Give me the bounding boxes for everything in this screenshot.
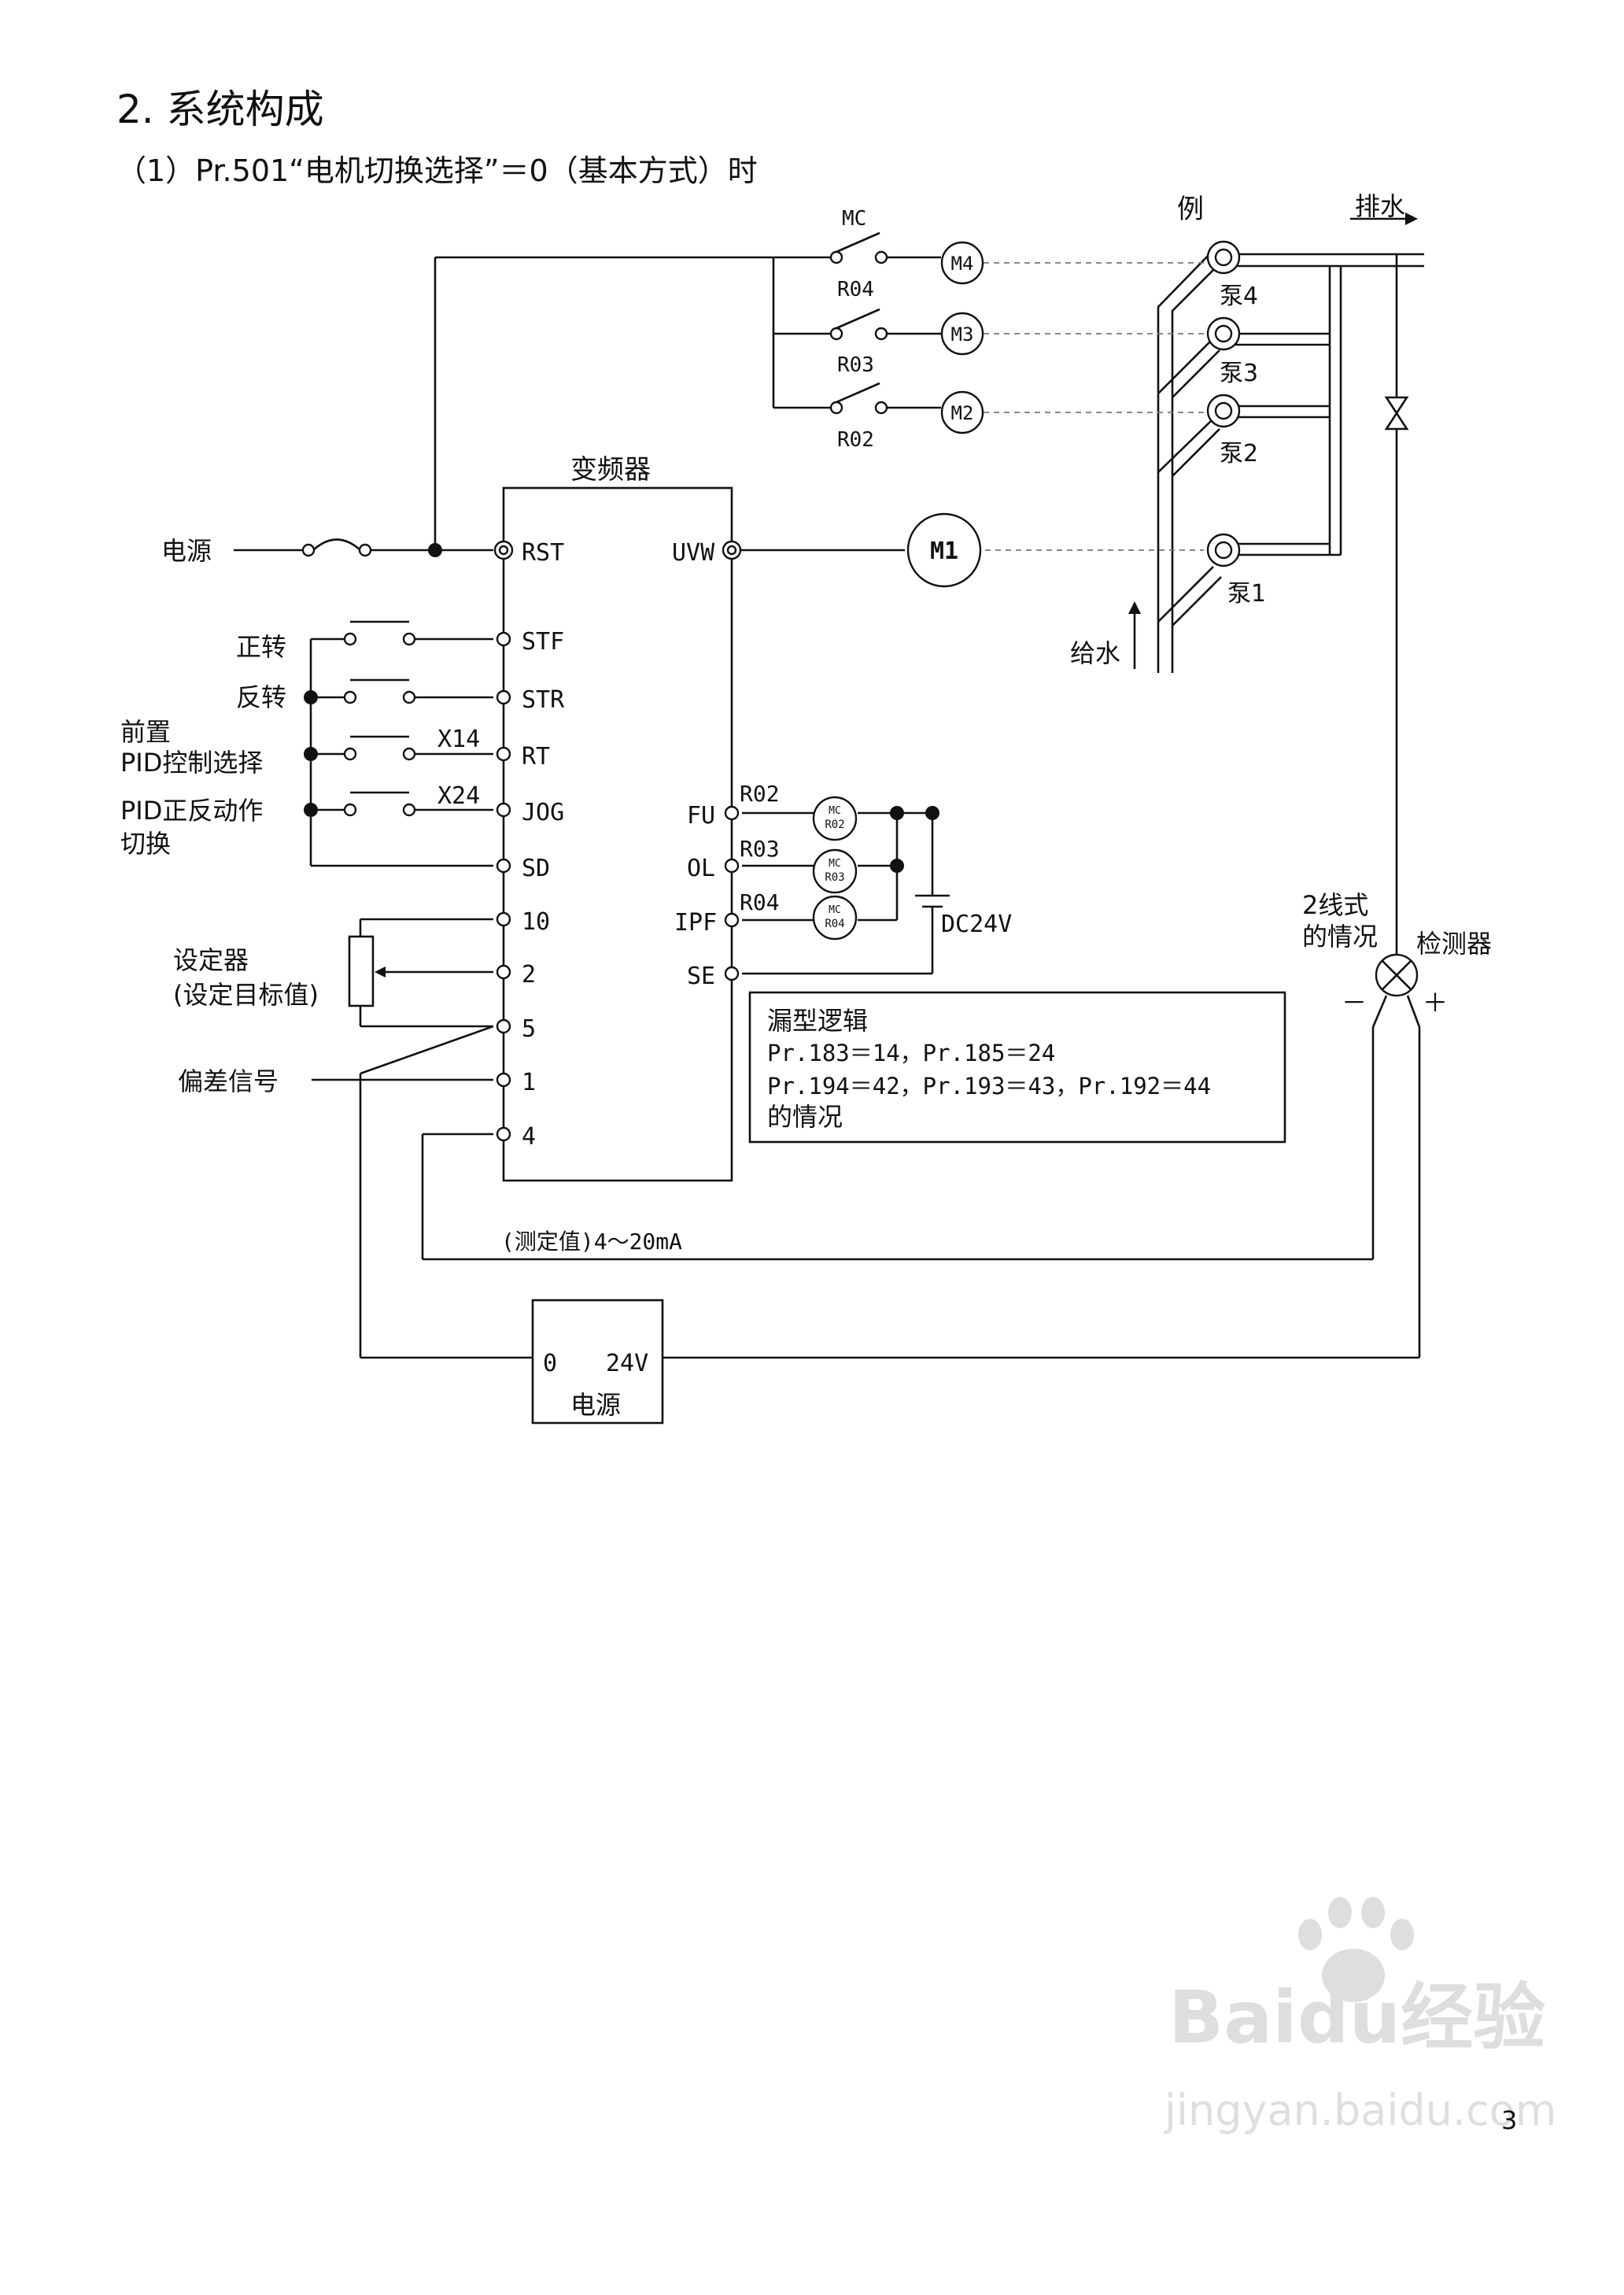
inverter-terminals — [493, 540, 742, 1142]
logic-line3: 的情况 — [767, 1102, 843, 1132]
pid-select-label: PID控制选择 — [120, 748, 263, 778]
terminal-4: 4 — [522, 1123, 536, 1151]
power-supply-box — [531, 1299, 664, 1425]
reverse-label: 反转 — [236, 682, 286, 712]
x14-label: X14 — [437, 726, 480, 753]
measurement-label: (测定值)4～20mA — [501, 1229, 682, 1255]
preset-label: 前置 — [120, 717, 171, 747]
motors — [906, 241, 984, 588]
pump-3-label: 泵3 — [1220, 360, 1258, 387]
motor-m4 — [940, 241, 984, 285]
coil-r02: R02 — [825, 819, 844, 831]
switch-r02: R02 — [837, 428, 874, 452]
setter-target-label: (设定目标值) — [173, 980, 319, 1010]
power-supply-24v: 24V — [606, 1350, 648, 1377]
coil-mc-1: MC — [829, 805, 841, 817]
inverter-left-labels: RST STF STR RT JOG SD 10 2 5 1 4 — [522, 539, 565, 1151]
terminal-2: 2 — [522, 961, 536, 989]
watermark-url: jingyan.baidu.com — [1164, 2086, 1556, 2135]
section-title: 2. 系统构成 — [116, 87, 324, 132]
pumps — [1206, 240, 1241, 567]
coil-r04: R04 — [825, 918, 844, 930]
paw-icon — [1298, 1897, 1414, 2002]
motor-m2-label: M2 — [951, 402, 974, 424]
baidu-watermark: Baidu经验 jingyan.baidu.com — [1164, 1897, 1556, 2135]
wiring — [234, 213, 1424, 1425]
motor-m3 — [940, 312, 984, 356]
logic-title: 漏型逻辑 — [767, 1006, 868, 1036]
sensor-minus: － — [1342, 988, 1367, 1018]
forward-label: 正转 — [236, 632, 286, 662]
motor-m3-label: M3 — [951, 323, 974, 346]
terminal-10: 10 — [522, 908, 550, 936]
motor-m1-label: M1 — [930, 538, 958, 565]
motor-m4-label: M4 — [951, 253, 974, 275]
pump-2-label: 泵2 — [1220, 440, 1258, 468]
terminal-ol: OL — [687, 855, 715, 882]
inverter-right-labels: UVW FU OL IPF SE — [672, 539, 717, 990]
switch-r04: R04 — [837, 278, 874, 301]
terminal-jog: JOG — [522, 799, 564, 826]
terminal-ipf: IPF — [674, 909, 717, 937]
supply-water-label: 给水 — [1070, 638, 1120, 668]
subtitle: （1）Pr.501“电机切换选择”＝0（基本方式）时 — [116, 153, 758, 188]
motor-m1 — [906, 512, 982, 588]
terminal-fu: FU — [687, 802, 715, 830]
logic-line2: Pr.194＝42，Pr.193＝43，Pr.192＝44 — [767, 1073, 1211, 1099]
dc24v-label: DC24V — [941, 911, 1012, 938]
power-label: 电源 — [161, 536, 212, 566]
terminal-5: 5 — [522, 1015, 536, 1043]
power-supply-zero: 0 — [543, 1350, 557, 1377]
detector-symbol — [1375, 953, 1419, 997]
inverter-box — [502, 486, 733, 1182]
mc-label: MC — [842, 207, 866, 231]
pipe-system — [1128, 213, 1424, 673]
power-supply-label: 电源 — [570, 1390, 621, 1420]
watermark-brand: Baidu经验 — [1168, 1975, 1545, 2060]
terminal-str: STR — [522, 686, 565, 714]
logic-line1: Pr.183＝14，Pr.185＝24 — [767, 1040, 1055, 1066]
switch-contacts — [301, 231, 888, 817]
coil-r03: R03 — [825, 871, 844, 884]
terminal-uvw: UVW — [672, 539, 715, 567]
coil-mc-2: MC — [829, 858, 841, 870]
two-wire-label: 2线式 — [1302, 890, 1368, 920]
pump-4-label: 泵4 — [1220, 283, 1258, 310]
terminal-sd: SD — [522, 855, 550, 882]
pump-1-label: 泵1 — [1227, 580, 1266, 608]
two-wire-case-label: 的情况 — [1302, 922, 1378, 952]
terminal-stf: STF — [522, 628, 564, 656]
sensor-plus: ＋ — [1423, 988, 1448, 1018]
motor-m2 — [940, 390, 984, 434]
deviation-label: 偏差信号 — [178, 1066, 279, 1096]
switch-label: 切换 — [120, 829, 171, 859]
relay-output-r04: R04 — [740, 889, 780, 915]
relay-output-r02: R02 — [740, 781, 780, 807]
switch-r03: R03 — [837, 353, 874, 377]
logic-box — [748, 991, 1286, 1144]
page-number: 3 — [1501, 2105, 1517, 2135]
terminal-se: SE — [687, 963, 715, 990]
detector-label: 检测器 — [1416, 929, 1492, 959]
pid-direction-label: PID正反动作 — [120, 796, 263, 826]
setter-label: 设定器 — [173, 945, 249, 975]
terminal-1: 1 — [522, 1069, 536, 1096]
relay-coils — [812, 796, 858, 941]
relay-output-r03: R03 — [740, 836, 780, 862]
drain-label: 排水 — [1355, 191, 1405, 221]
inverter-title: 变频器 — [570, 454, 651, 486]
x24-label: X24 — [437, 782, 480, 810]
terminal-rt: RT — [522, 743, 550, 771]
coil-mc-3: MC — [829, 904, 841, 916]
terminal-rst: RST — [522, 539, 564, 567]
example-label: 例 — [1177, 194, 1204, 225]
